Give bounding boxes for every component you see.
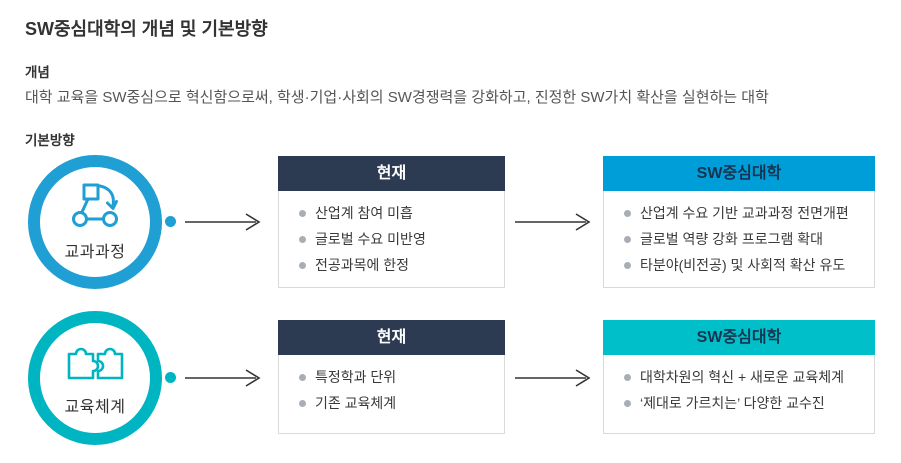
bullet-icon: [299, 210, 306, 217]
list-item: 타분야(비전공) 및 사회적 확산 유도: [624, 252, 864, 278]
page-title: SW중심대학의 개념 및 기본방향: [25, 19, 268, 39]
connector-dot: [165, 216, 176, 227]
intro-section: SW중심대학의 개념 및 기본방향 개념 대학 교육을 SW중심으로 혁신함으로…: [0, 0, 901, 149]
list-item-text: 특정학과 단위: [315, 369, 397, 385]
current-box-header: 현재: [278, 156, 505, 191]
category-label: 교육체계: [64, 399, 126, 416]
direction-label: 기본방향: [25, 133, 75, 148]
current-box-edusystem: 현재 특정학과 단위 기존 교육체계: [278, 320, 505, 434]
current-box-header: 현재: [278, 320, 505, 355]
connector-dot: [165, 372, 176, 383]
list-item-text: 전공과목에 한정: [315, 257, 410, 273]
bullet-icon: [299, 374, 306, 381]
list-item-text: 산업계 참여 미흡: [315, 205, 413, 221]
bullet-icon: [299, 400, 306, 407]
future-box-header: SW중심대학: [603, 156, 875, 191]
arrow-right-icon: [514, 369, 594, 387]
list-item: 산업계 수요 기반 교과과정 전면개편: [624, 200, 864, 226]
bullet-icon: [624, 374, 631, 381]
list-item-text: 글로벌 역량 강화 프로그램 확대: [640, 231, 823, 247]
list-item: 기존 교육체계: [299, 390, 494, 416]
future-box-header: SW중심대학: [603, 320, 875, 355]
list-item-text: ‘제대로 가르치는’ 다양한 교수진: [640, 395, 825, 411]
bullet-icon: [299, 236, 306, 243]
list-item: 전공과목에 한정: [299, 252, 494, 278]
bullet-icon: [624, 400, 631, 407]
list-item: 대학차원의 혁신 + 새로운 교육체계: [624, 364, 864, 390]
arrow-right-icon: [184, 369, 264, 387]
bullet-icon: [299, 262, 306, 269]
puzzle-icon: [64, 339, 126, 388]
list-item-text: 산업계 수요 기반 교과과정 전면개편: [640, 205, 849, 221]
bullet-icon: [624, 236, 631, 243]
current-box-curriculum: 현재 산업계 참여 미흡 글로벌 수요 미반영 전공과목에 한정: [278, 156, 505, 288]
list-item: 특정학과 단위: [299, 364, 494, 390]
arrow-right-icon: [514, 213, 594, 231]
bullet-icon: [624, 262, 631, 269]
list-item: 글로벌 역량 강화 프로그램 확대: [624, 226, 864, 252]
current-list: 특정학과 단위 기존 교육체계: [279, 355, 504, 416]
concept-label: 개념: [25, 65, 50, 80]
bullet-icon: [624, 210, 631, 217]
arrow-right-icon: [184, 213, 264, 231]
future-list: 산업계 수요 기반 교과과정 전면개편 글로벌 역량 강화 프로그램 확대 타분…: [604, 191, 874, 278]
list-item-text: 글로벌 수요 미반영: [315, 231, 426, 247]
flowchart-icon: [69, 182, 121, 233]
future-list: 대학차원의 혁신 + 새로운 교육체계 ‘제대로 가르치는’ 다양한 교수진: [604, 355, 874, 416]
list-item-text: 대학차원의 혁신 + 새로운 교육체계: [640, 369, 845, 385]
list-item: ‘제대로 가르치는’ 다양한 교수진: [624, 390, 864, 416]
current-list: 산업계 참여 미흡 글로벌 수요 미반영 전공과목에 한정: [279, 191, 504, 278]
category-label: 교과과정: [64, 244, 126, 261]
list-item-text: 기존 교육체계: [315, 395, 397, 411]
category-circle-curriculum: 교과과정: [28, 155, 162, 289]
list-item: 글로벌 수요 미반영: [299, 226, 494, 252]
future-box-edusystem: SW중심대학 대학차원의 혁신 + 새로운 교육체계 ‘제대로 가르치는’ 다양…: [603, 320, 875, 434]
category-circle-edusystem: 교육체계: [28, 311, 162, 445]
list-item-text: 타분야(비전공) 및 사회적 확산 유도: [640, 257, 846, 273]
list-item: 산업계 참여 미흡: [299, 200, 494, 226]
future-box-curriculum: SW중심대학 산업계 수요 기반 교과과정 전면개편 글로벌 역량 강화 프로그…: [603, 156, 875, 288]
concept-description: 대학 교육을 SW중심으로 혁신함으로써, 학생·기업·사회의 SW경쟁력을 강…: [25, 89, 769, 106]
